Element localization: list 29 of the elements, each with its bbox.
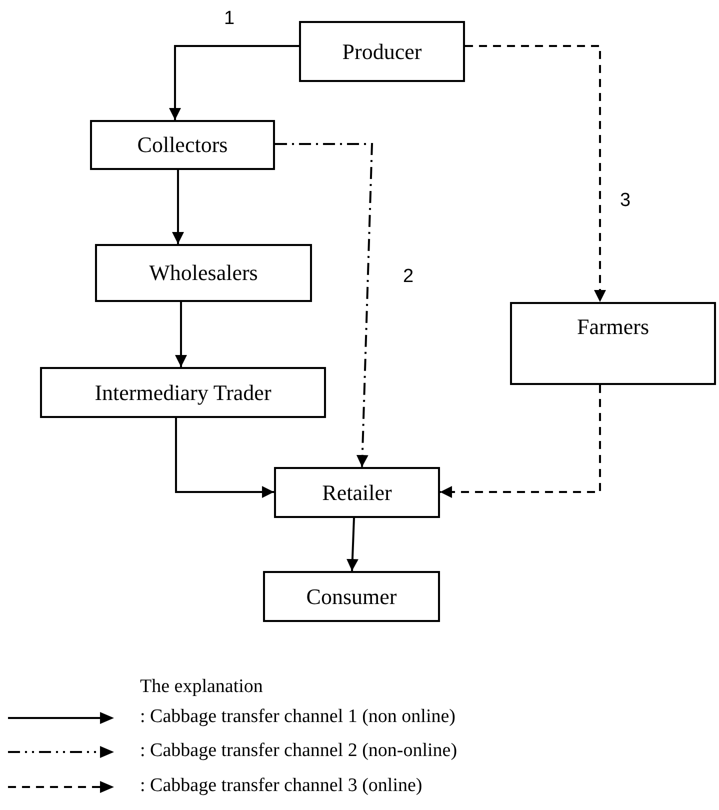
node-label: Producer bbox=[342, 38, 422, 64]
node-label: Intermediary Trader bbox=[94, 380, 272, 406]
edge-label: 2 bbox=[403, 266, 414, 288]
node-label: Consumer bbox=[306, 584, 397, 610]
edge-label: 3 bbox=[620, 190, 631, 212]
arrow bbox=[175, 302, 187, 367]
legend-text: : Cabbage transfer channel 1 (non online) bbox=[140, 706, 456, 728]
arrow bbox=[465, 45, 606, 302]
arrow bbox=[440, 385, 601, 498]
legend-text: : Cabbage transfer channel 3 (online) bbox=[140, 775, 422, 797]
arrow bbox=[275, 143, 374, 468]
process-box bbox=[510, 302, 716, 385]
process-box bbox=[299, 21, 465, 82]
arrow bbox=[172, 170, 184, 244]
arrow bbox=[175, 418, 274, 498]
arrow bbox=[169, 45, 299, 120]
node-label: Retailer bbox=[322, 480, 392, 506]
process-box bbox=[263, 571, 440, 622]
node-label: Wholesalers bbox=[149, 260, 258, 286]
legend-text: : Cabbage transfer channel 2 (non-online) bbox=[140, 740, 458, 762]
process-box bbox=[90, 120, 275, 170]
arrow bbox=[346, 518, 358, 572]
process-box bbox=[274, 467, 440, 518]
edge-label: 1 bbox=[224, 8, 235, 30]
process-box bbox=[95, 244, 312, 302]
legend-title: The explanation bbox=[140, 676, 263, 698]
node-label: Collectors bbox=[137, 132, 228, 158]
process-box bbox=[40, 367, 326, 418]
node-label: Farmers bbox=[576, 314, 650, 340]
